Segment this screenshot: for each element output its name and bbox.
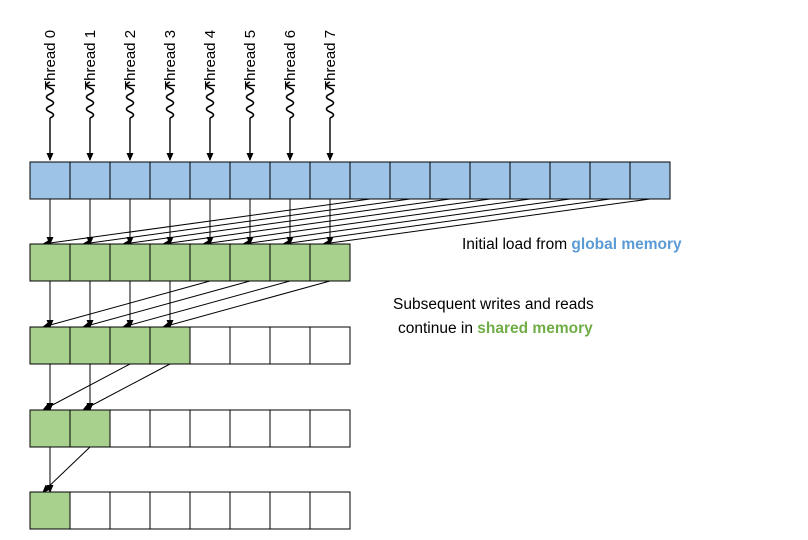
thread-0: Thread 0 (42, 30, 59, 161)
global-memory-cell (589, 161, 631, 200)
thread-label: Thread 7 (322, 30, 339, 90)
thread-squiggle (245, 81, 255, 119)
global-memory-cell (349, 161, 391, 200)
shared-memory-cell-empty (269, 326, 311, 365)
thread-label: Thread 3 (162, 30, 179, 90)
shared-memory-cell-filled (69, 326, 111, 365)
global-memory-cell (429, 161, 471, 200)
thread-label: Thread 5 (242, 30, 259, 90)
thread-label: Thread 1 (82, 30, 99, 90)
thread-3: Thread 3 (162, 30, 179, 161)
thread-4: Thread 4 (202, 30, 219, 161)
global-memory-cell (29, 161, 71, 200)
shared-memory-cell-empty (189, 491, 231, 530)
thread-2: Thread 2 (122, 30, 139, 161)
shared-memory-cell-empty (309, 409, 351, 448)
shared-memory-cell-filled (149, 243, 191, 282)
thread-6: Thread 6 (282, 30, 299, 161)
diagonal-arrow (122, 280, 291, 329)
diagonal-arrow (42, 198, 371, 247)
thread-5: Thread 5 (242, 30, 259, 161)
thread-squiggle (325, 81, 335, 119)
shared-memory-cell-filled (149, 326, 191, 365)
shared-memory-cell-empty (69, 491, 111, 530)
shared-memory-cell-filled (69, 243, 111, 282)
diagonal-arrow (202, 198, 531, 247)
global-memory-cell (189, 161, 231, 200)
thread-squiggle (165, 81, 175, 119)
thread-1: Thread 1 (82, 30, 99, 161)
global-memory-caption: Initial load from global memory (462, 236, 682, 253)
shared-memory-cell-empty (109, 491, 151, 530)
shared-memory-cell-filled (189, 243, 231, 282)
shared-memory-cell-filled (269, 243, 311, 282)
global-memory-cell (509, 161, 551, 200)
shared-memory-cell-filled (229, 243, 271, 282)
thread-squiggle (125, 81, 135, 119)
shared-memory-cell-empty (309, 326, 351, 365)
memory-rows (29, 161, 671, 530)
global-memory-cell (149, 161, 191, 200)
global-memory-cell (269, 161, 311, 200)
arrow-group (42, 198, 651, 493)
thread-label: Thread 2 (122, 30, 139, 90)
diagonal-arrow (162, 198, 491, 247)
global-memory-cell (549, 161, 591, 200)
shared-memory-cell-empty (229, 491, 271, 530)
global-memory-cell (229, 161, 271, 200)
shared-memory-cell-filled (109, 243, 151, 282)
diagonal-arrow (82, 363, 171, 411)
shared-memory-cell-empty (309, 491, 351, 530)
thread-label: Thread 0 (42, 30, 59, 90)
shared-memory-cell-filled (29, 326, 71, 365)
diagonal-arrow (162, 280, 331, 329)
shared-memory-cell-filled (109, 326, 151, 365)
thread-squiggle (205, 81, 215, 119)
shared-memory-cell-empty (149, 491, 191, 530)
diagonal-arrow (282, 198, 611, 247)
shared-memory-cell-empty (189, 409, 231, 448)
shared-memory-caption-line1: Subsequent writes and reads (393, 296, 594, 313)
global-memory-cell (389, 161, 431, 200)
diagonal-arrow (42, 280, 211, 329)
shared-memory-cell-empty (189, 326, 231, 365)
global-memory-cell (469, 161, 511, 200)
shared-memory-cell-filled (29, 243, 71, 282)
shared-memory-cell-empty (269, 409, 311, 448)
diagonal-arrow (242, 198, 571, 247)
shared-memory-cell-empty (269, 491, 311, 530)
thread-squiggle (85, 81, 95, 119)
shared-memory-cell-empty (229, 326, 271, 365)
shared-memory-cell-empty (229, 409, 271, 448)
shared-memory-cell-filled (309, 243, 351, 282)
shared-memory-cell-empty (149, 409, 191, 448)
thread-squiggle (45, 81, 55, 119)
diagonal-arrow (122, 198, 451, 247)
diagonal-arrow (82, 280, 251, 329)
global-memory-cell (69, 161, 111, 200)
global-memory-cell (109, 161, 151, 200)
diagonal-arrow (322, 198, 651, 247)
global-memory-cell (309, 161, 351, 200)
shared-memory-cell-filled (69, 409, 111, 448)
thread-squiggle (285, 81, 295, 119)
global-memory-cell (629, 161, 671, 200)
shared-memory-caption-line2: continue in shared memory (398, 320, 593, 337)
diagonal-arrow (82, 198, 411, 247)
shared-memory-cell-filled (29, 491, 71, 530)
shared-memory-cell-empty (109, 409, 151, 448)
thread-group: Thread 0 Thread 1 Thread 2 Thread 3 Thread 4… (42, 30, 339, 161)
thread-label: Thread 6 (282, 30, 299, 90)
shared-memory-cell-filled (29, 409, 71, 448)
diagonal-arrow (42, 363, 131, 411)
thread-7: Thread 7 (322, 30, 339, 161)
thread-label: Thread 4 (202, 30, 219, 90)
diagonal-arrow (42, 446, 91, 493)
